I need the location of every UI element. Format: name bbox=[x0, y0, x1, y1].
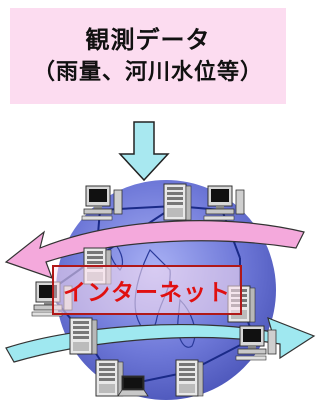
server-icon bbox=[69, 317, 98, 355]
internet-label: インターネット bbox=[63, 280, 231, 306]
down-arrow bbox=[118, 121, 170, 182]
laptop-icon bbox=[117, 375, 149, 397]
server-icon bbox=[175, 359, 204, 397]
internet-label-box: インターネット bbox=[52, 265, 242, 315]
observation-subtitle: （雨量、河川水位等） bbox=[32, 60, 263, 85]
observation-title: 観測データ bbox=[85, 26, 211, 54]
flow-arrow-top bbox=[4, 220, 305, 279]
observation-data-box: 観測データ （雨量、河川水位等） bbox=[10, 8, 286, 104]
server-icon bbox=[95, 359, 124, 397]
server-icon bbox=[163, 183, 192, 221]
